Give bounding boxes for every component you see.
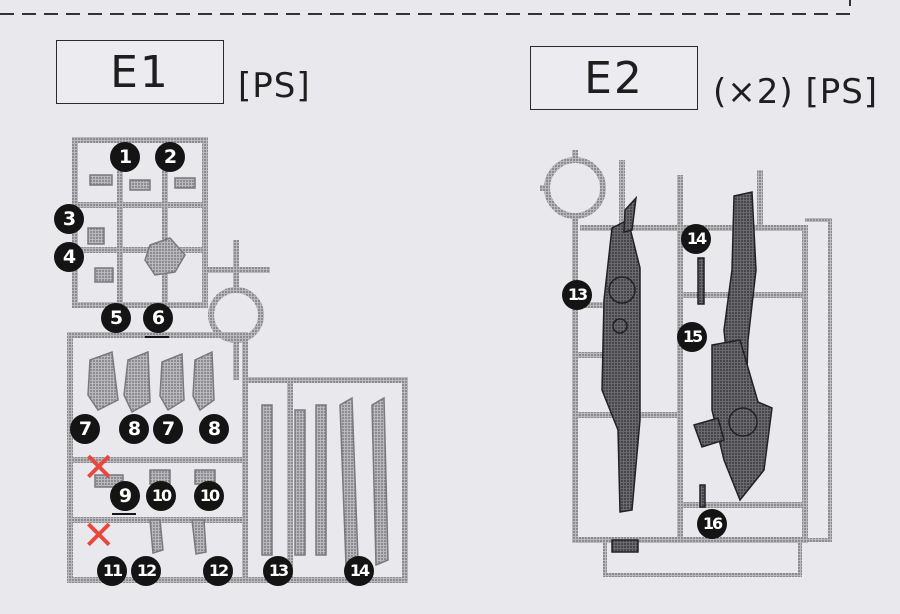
e2-runner	[540, 150, 832, 577]
not-used-cross-mark: ✕	[82, 445, 116, 491]
part-callout-5: 5	[101, 303, 131, 333]
part-callout-11: 11	[97, 556, 127, 586]
part-callout-16: 16	[697, 509, 727, 539]
part-callout-4: 4	[54, 242, 84, 272]
part-callout-10a: 10	[146, 481, 176, 511]
part-callout-7b: 7	[153, 414, 183, 444]
e2-parts	[601, 191, 773, 553]
part-callout-12b: 12	[203, 556, 233, 586]
callout-6-underline	[145, 336, 169, 338]
part-callout-13-e2: 13	[562, 280, 592, 310]
part-callout-14-e2: 14	[681, 224, 711, 254]
part-callout-15: 15	[677, 322, 707, 352]
sprue-e1-plastic-note: [PS]	[238, 66, 311, 106]
sprue-e1-name: E1	[110, 46, 170, 98]
part-callout-1: 1	[110, 142, 140, 172]
e1-parts	[87, 174, 389, 567]
sprue-e2-label: E2	[530, 46, 698, 110]
part-callout-13-e1: 13	[263, 556, 293, 586]
part-callout-8b: 8	[199, 414, 229, 444]
part-callout-6: 6	[143, 303, 173, 333]
callout-9-underline	[112, 513, 136, 515]
part-callout-14-e1: 14	[344, 556, 374, 586]
not-used-cross-mark-2: ✕	[82, 513, 116, 559]
part-callout-7a: 7	[70, 414, 100, 444]
part-callout-9: 9	[110, 481, 140, 511]
sprue-e2-name: E2	[584, 52, 644, 104]
dashed-divider	[0, 0, 851, 15]
sprue-e2-quantity-note: (×2) [PS]	[713, 72, 879, 112]
part-callout-12a: 12	[131, 556, 161, 586]
part-callout-10b: 10	[194, 481, 224, 511]
sprue-e1-label: E1	[56, 40, 224, 104]
part-callout-8a: 8	[119, 414, 149, 444]
part-callout-3: 3	[54, 204, 84, 234]
part-callout-2: 2	[155, 142, 185, 172]
